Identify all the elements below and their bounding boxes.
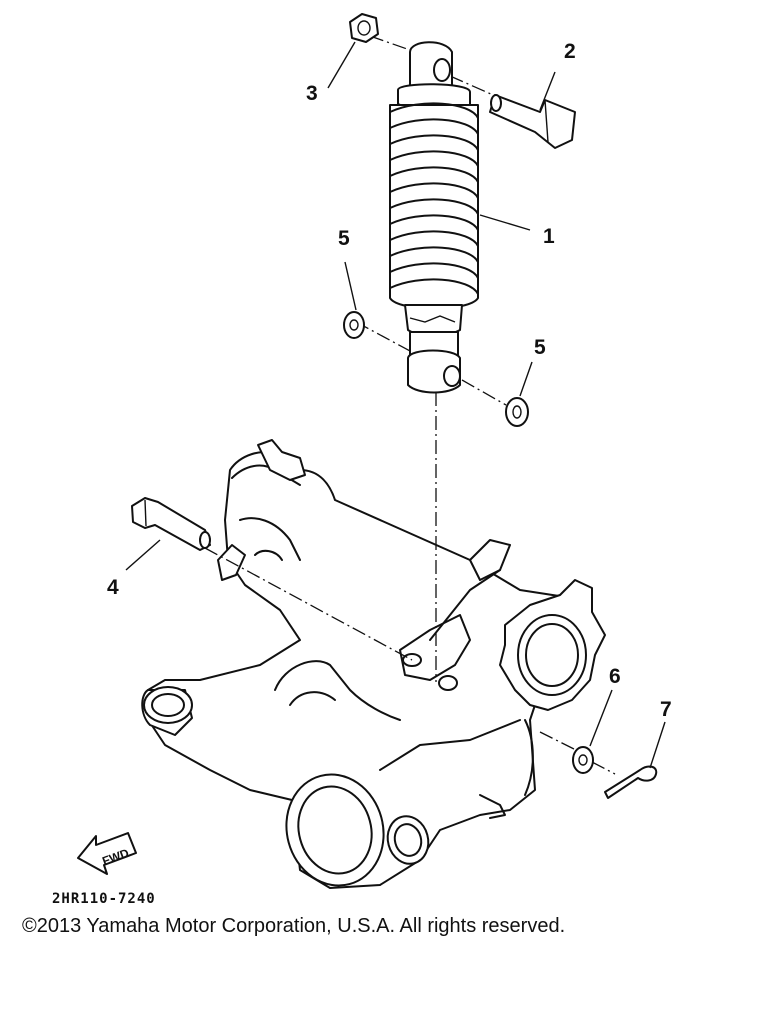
upper-mount-bolt	[489, 94, 576, 149]
callout-2: 2	[564, 40, 576, 63]
collar-washers	[343, 311, 529, 427]
swing-arm	[141, 439, 606, 889]
fwd-arrow-icon: FWD	[77, 832, 137, 875]
callout-leader-lines	[125, 41, 666, 769]
callout-6: 6	[609, 665, 621, 688]
callout-5-right: 5	[534, 336, 546, 359]
callout-5-left: 5	[338, 227, 350, 250]
lower-mount-bolt	[131, 497, 211, 551]
callout-1: 1	[543, 225, 555, 248]
flange-nut	[349, 13, 379, 43]
assembly-center-lines	[204, 35, 616, 775]
rear-shock-absorber	[389, 41, 479, 394]
callout-4: 4	[107, 576, 119, 599]
cotter-pin	[604, 765, 658, 799]
plain-washer	[572, 746, 594, 774]
copyright-notice: ©2013 Yamaha Motor Corporation, U.S.A. A…	[22, 915, 566, 937]
diagram-code: 2HR110-7240	[52, 891, 156, 907]
callout-3: 3	[306, 82, 318, 105]
callout-7: 7	[660, 698, 672, 721]
